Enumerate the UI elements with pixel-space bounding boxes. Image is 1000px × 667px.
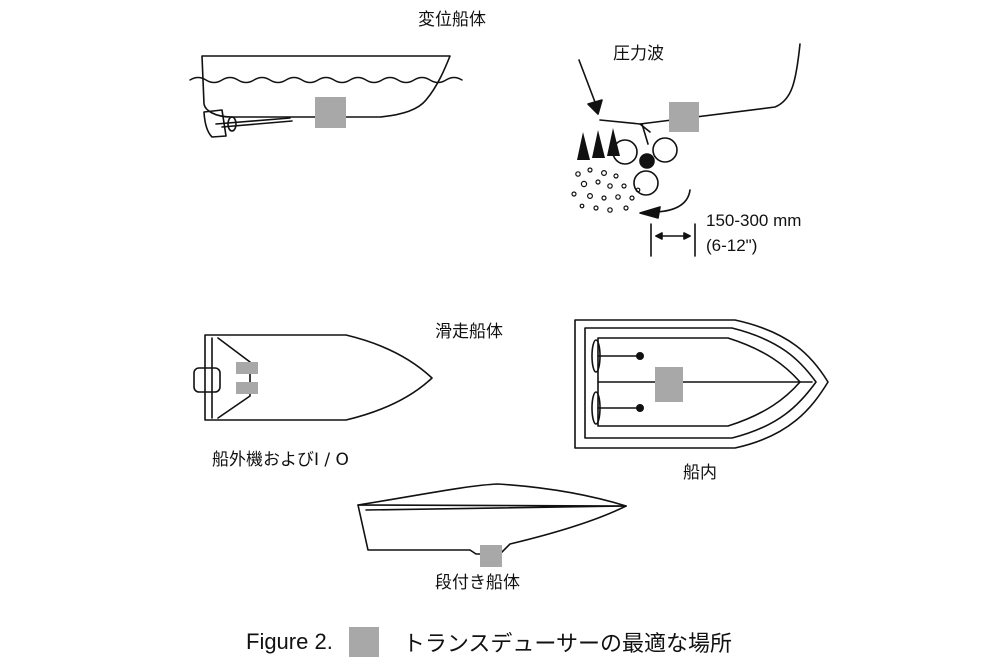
waterline bbox=[189, 76, 463, 84]
transducer-location-outboard-2 bbox=[236, 382, 258, 394]
stepped-hull-label: 段付き船体 bbox=[435, 573, 520, 593]
pressure-wave-detail bbox=[571, 43, 801, 257]
outboard-io-hull bbox=[193, 334, 433, 421]
pressure-wave-label: 圧力波 bbox=[613, 44, 664, 64]
caption-text: トランスデューサーの最適な場所 bbox=[402, 632, 732, 657]
displacement-hull bbox=[189, 55, 463, 138]
transducer-location-pressure bbox=[669, 102, 699, 132]
propeller-hub-detail bbox=[639, 153, 655, 169]
outboard-io-label: 船外機およびI / O bbox=[212, 450, 349, 470]
displacement-hull-label: 変位船体 bbox=[418, 10, 486, 30]
propeller-hub bbox=[227, 116, 237, 132]
outboard-motor bbox=[193, 367, 221, 393]
figure-number: Figure 2. bbox=[246, 629, 333, 654]
distance-in-label: (6-12") bbox=[706, 236, 758, 255]
inboard-hull bbox=[574, 319, 829, 449]
transducer-location-outboard-1 bbox=[236, 362, 258, 374]
stern-outline bbox=[639, 43, 801, 125]
transducer-location-displacement bbox=[315, 97, 346, 128]
rudder bbox=[203, 109, 227, 138]
distance-mm-label: 150-300 mm bbox=[706, 211, 802, 230]
transducer-location-inboard bbox=[655, 367, 683, 402]
legend-swatch bbox=[348, 627, 379, 657]
planing-hull-label: 滑走船体 bbox=[435, 322, 503, 342]
inboard-label: 船内 bbox=[683, 463, 717, 483]
stepped-hull bbox=[357, 483, 627, 567]
figure-caption: Figure 2. トランスデューサーの最適な場所 bbox=[246, 622, 732, 662]
shaft bbox=[215, 117, 291, 125]
transducer-location-stepped bbox=[480, 545, 502, 567]
turbulence-bubbles bbox=[571, 167, 641, 213]
